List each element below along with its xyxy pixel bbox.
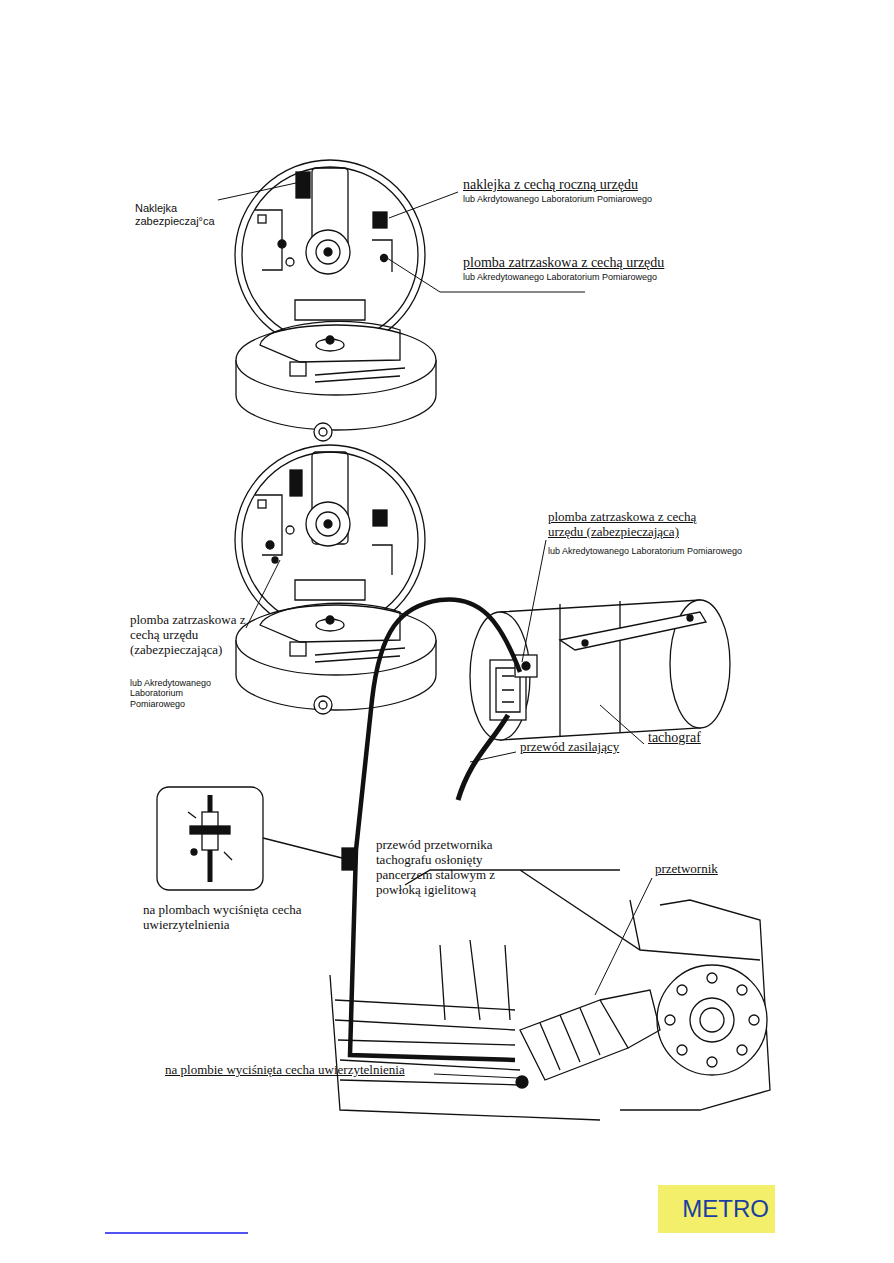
part-label: Naklejka zabezpieczaj°ca [135, 202, 225, 227]
power-cable [458, 715, 508, 800]
sensor-cable [350, 599, 520, 1060]
part-label: przewód zasilający [520, 740, 640, 755]
leader-lines [218, 183, 652, 1078]
note-label: lub Akredytowanego Laboratorium Pomiarow… [548, 546, 748, 556]
part-label: przetwornik [655, 862, 745, 877]
note-label: na plombach wyciśnięta cecha uwierzyteln… [143, 903, 303, 933]
part-label: plomba zatrzaskowa z cechą urzędu [463, 255, 703, 271]
note-label: lub Akredytowanego Laboratorium Pomiarow… [130, 678, 240, 709]
link-underline [105, 1232, 248, 1234]
inset-seal-detail [157, 787, 342, 890]
note-label: na plombie wyciśnięta cecha uwierzytelni… [165, 1063, 430, 1078]
part-label: plomba zatrzaskowa z cechą urzędu (zabez… [548, 510, 718, 540]
cable-seal [342, 848, 356, 870]
part-label: plomba zatrzaskowa z cechą urzędu (zabez… [130, 613, 248, 658]
note-label: lub Akredytowanego Laboratorium Pomiarow… [463, 272, 703, 282]
part-label: naklejka z cechą roczną urzędu [463, 177, 703, 193]
logo-text: METRO [682, 1195, 769, 1223]
gearbox [330, 870, 770, 1120]
part-label: tachograf [648, 730, 738, 746]
tachograph-base-lower [236, 603, 436, 714]
note-label: lub Akrdytowanego Laboratorium Pomiarowe… [463, 194, 703, 204]
tachograph-base-upper [236, 321, 436, 441]
logo-box: METRO [658, 1185, 775, 1233]
part-label: przewód przetwornika tachografu osłonięt… [376, 838, 536, 898]
tachograph-unit [470, 600, 730, 740]
